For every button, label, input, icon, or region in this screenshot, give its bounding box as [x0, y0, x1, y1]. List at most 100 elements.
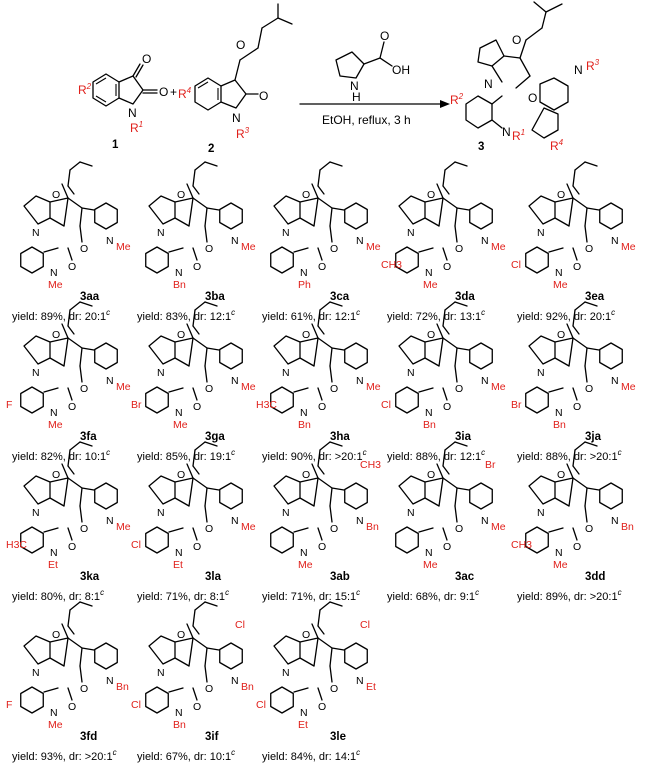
ketone-o-label: O: [557, 329, 565, 341]
yield-text: yield: 71%, dr: 15:1c: [262, 588, 360, 603]
product-o2-label: O: [528, 91, 537, 105]
lactam-o2-label: O: [80, 243, 88, 255]
lactam-o-label: O: [318, 701, 326, 713]
compound-id: 3la: [205, 571, 222, 583]
compound-id: 3ca: [330, 291, 350, 303]
n2-substituent: Me: [241, 381, 256, 393]
ketone-o-label: O: [557, 189, 565, 201]
compound-id: 3aa: [80, 291, 100, 303]
yield-text: yield: 93%, dr: >20:1c: [12, 748, 117, 763]
oxindole-n-label: N: [555, 267, 563, 279]
oxindole-n-label: N: [425, 407, 433, 419]
oxindole-n-label: N: [300, 267, 308, 279]
oxindole-n-label: N: [300, 707, 308, 719]
aryl-substituent: Cl: [235, 619, 245, 631]
yield-footnote: c: [231, 448, 235, 457]
yield-footnote: c: [618, 448, 622, 457]
pyrrolizidine-n-label: N: [537, 227, 545, 239]
product-r3-label: R3: [586, 58, 600, 73]
yield-text: yield: 83%, dr: 12:1c: [137, 308, 235, 323]
r2-label: R2: [78, 82, 92, 97]
n-substituent: Me: [553, 279, 568, 291]
lactam-o-label: O: [318, 401, 326, 413]
product-r1-label: R1: [512, 128, 525, 143]
compound-id: 3da: [455, 291, 475, 303]
yield-text: yield: 89%, dr: >20:1c: [517, 588, 622, 603]
oxindole-n-label: N: [425, 547, 433, 559]
compound-id: 3ab: [330, 571, 350, 583]
lactam-o-label: O: [443, 401, 451, 413]
yield-text: yield: 80%, dr: 8:1c: [12, 588, 104, 603]
lactam-o-label: O: [193, 541, 201, 553]
aryl-substituent: CH3: [360, 459, 381, 471]
yield-footnote: c: [481, 308, 485, 317]
proline-h-label: H: [352, 90, 361, 104]
oxindole-n2-label: N: [356, 235, 364, 247]
oxindole-n2-label: N: [481, 235, 489, 247]
lactam-o2-label: O: [330, 383, 338, 395]
n2-substituent: Bn: [621, 521, 634, 533]
compound-id: 3if: [205, 731, 219, 743]
pyrrolizidine-n-label: N: [32, 227, 40, 239]
pyrrolizidine-n-label: N: [282, 367, 290, 379]
ketone-o-label: O: [302, 329, 310, 341]
ketone-o-label: O: [427, 189, 435, 201]
r4-label: R4: [178, 86, 192, 101]
pyrrolizidine-n-label: N: [157, 667, 165, 679]
yield-text: yield: 67%, dr: 10:1c: [137, 748, 235, 763]
ring-substituent: Br: [511, 399, 522, 411]
enone-o-label: O: [236, 38, 245, 52]
lactam-o2-label: O: [330, 523, 338, 535]
pyrrolizidine-n-label: N: [537, 507, 545, 519]
yield-footnote: c: [356, 588, 360, 597]
compound-id: 3fd: [80, 731, 97, 743]
oxindole-n-label: N: [175, 707, 183, 719]
ketone-o-label: O: [52, 629, 60, 641]
oxindole-n2-label: N: [231, 675, 239, 687]
lactam-o2-label: O: [205, 523, 213, 535]
pyrrolizidine-n-label: N: [157, 367, 165, 379]
ketone-o-label: O: [302, 629, 310, 641]
compound-id: 3ha: [330, 431, 350, 443]
yield-footnote: c: [356, 308, 360, 317]
n-substituent: Bn: [298, 419, 311, 431]
oxindole-n-label: N: [300, 547, 308, 559]
lactam-o-label: O: [443, 541, 451, 553]
yield-text: yield: 90%, dr: >20:1c: [262, 448, 367, 463]
lactam-o2-label: O: [205, 243, 213, 255]
n2-substituent: Me: [621, 241, 636, 253]
reactant-2: O O N R4 R3 2: [178, 3, 293, 155]
compound-id: 3fa: [80, 431, 97, 443]
yield-footnote: c: [106, 308, 110, 317]
lactam-o-label: O: [318, 261, 326, 273]
lactam-o2-label: O: [455, 383, 463, 395]
n-substituent: Ph: [298, 279, 311, 291]
oxindole-n-label: N: [425, 267, 433, 279]
ketone-o-label: O: [427, 329, 435, 341]
n-substituent: Me: [423, 559, 438, 571]
oxindole-n-label: N: [50, 547, 58, 559]
lactam-o2-label: O: [585, 383, 593, 395]
n-substituent: Et: [298, 719, 308, 731]
ring-substituent: Br: [131, 399, 142, 411]
compound-id: 3ka: [80, 571, 100, 583]
ring-substituent: Cl: [256, 699, 266, 711]
oxindole-n2-label: N: [356, 375, 364, 387]
pyrrolizidine-n-label: N: [32, 507, 40, 519]
proline-o-label: O: [380, 29, 389, 43]
lactam-o-label: O: [443, 261, 451, 273]
lactam-o2-label: O: [330, 683, 338, 695]
yield-footnote: c: [356, 748, 360, 757]
ketone-o-label: O: [557, 469, 565, 481]
